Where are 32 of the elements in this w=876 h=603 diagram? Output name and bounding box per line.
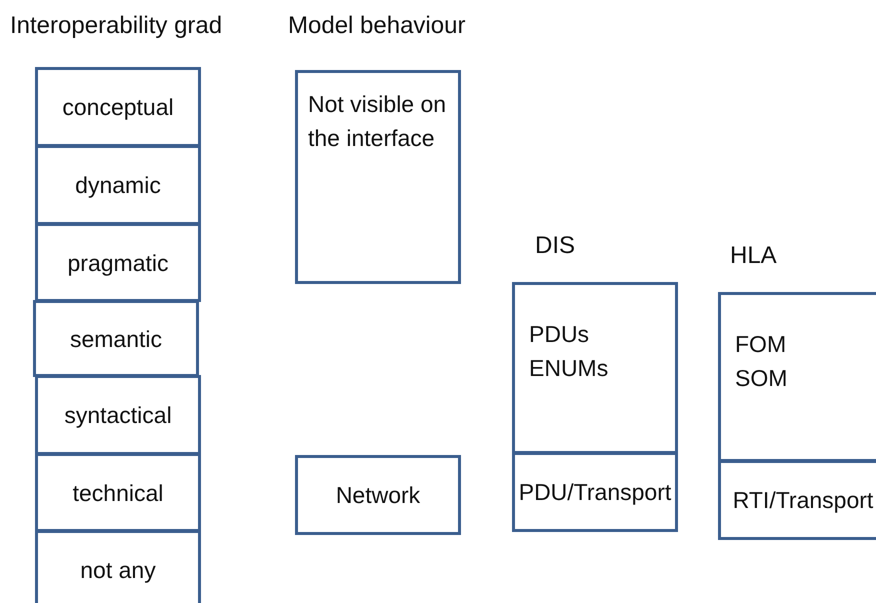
box-text: FOM (735, 330, 788, 359)
box-text: pragmatic (68, 248, 168, 278)
box-text: PDUs (529, 320, 590, 349)
layer-box (512, 282, 678, 454)
box-text: semantic (70, 324, 162, 354)
box-text: Not visible on the interface (308, 90, 448, 153)
box-text: ENUMs (529, 354, 610, 383)
box-text: not any (80, 556, 156, 585)
column-heading: HLA (730, 242, 777, 270)
box-text: SOM (735, 364, 788, 393)
layer-box (718, 460, 876, 540)
layer-box (35, 67, 201, 147)
layer-box (35, 375, 201, 455)
box-text: PDU/Transport (518, 478, 672, 507)
box-text: RTI/Transport (732, 486, 874, 515)
box-text: Network (336, 481, 420, 510)
layer-box (35, 530, 201, 603)
layer-box (295, 455, 461, 535)
box-text: syntactical (64, 401, 172, 430)
layer-box (35, 223, 201, 302)
layer-box (295, 70, 461, 284)
box-text: dynamic (75, 171, 161, 200)
layer-box (33, 300, 199, 377)
layer-box (512, 452, 678, 532)
column-heading: DIS (535, 232, 576, 260)
column-heading: Interoperability grad (10, 12, 222, 40)
layer-box (35, 145, 201, 225)
box-text: conceptual (62, 93, 174, 122)
layer-box (35, 453, 201, 532)
column-heading: Model behaviour (288, 12, 466, 40)
layer-box (718, 292, 876, 462)
box-text: technical (72, 478, 164, 508)
